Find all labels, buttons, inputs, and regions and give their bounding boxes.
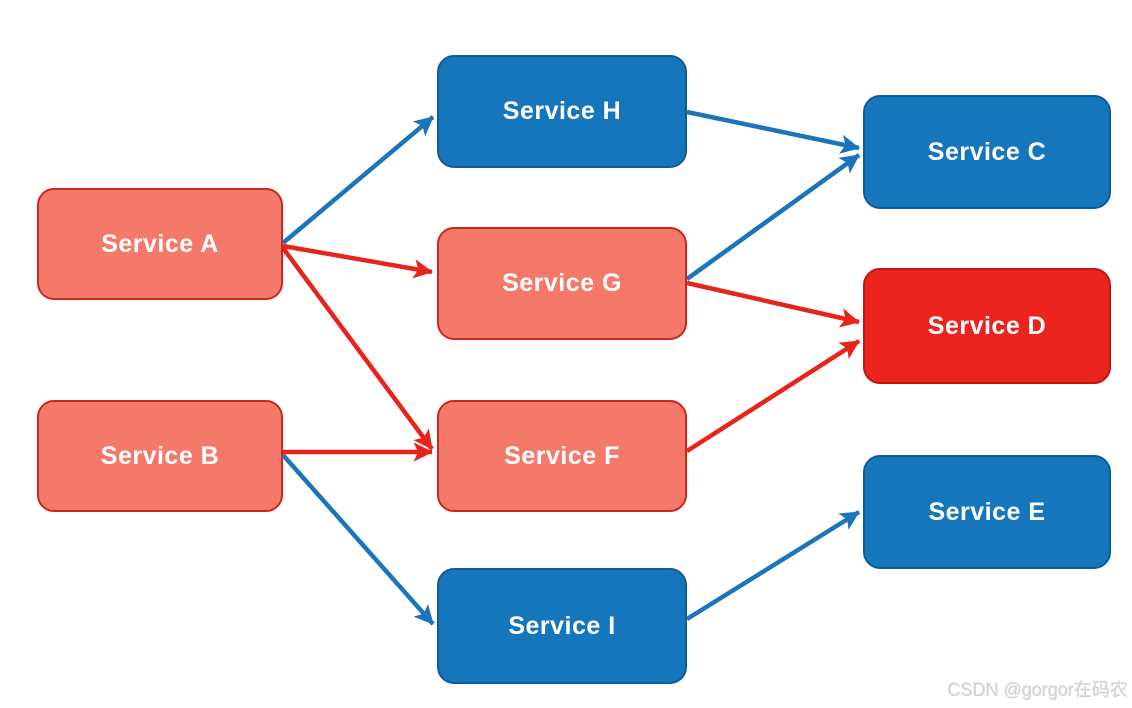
edge-a-to-h-arrow <box>281 115 435 245</box>
node-service-g: Service G <box>437 227 687 340</box>
edge-h-to-c-arrow <box>686 109 860 154</box>
node-service-d: Service D <box>863 268 1111 384</box>
node-service-f: Service F <box>437 400 687 512</box>
edge-i-to-e-arrow <box>685 510 861 621</box>
node-label-service-h: Service H <box>502 97 622 125</box>
node-service-b: Service B <box>37 400 283 512</box>
edge-g-to-d-arrow <box>686 280 860 328</box>
edge-a-to-g-arrow <box>282 243 433 279</box>
edge-f-to-d-arrow <box>685 339 861 453</box>
node-service-e: Service E <box>863 455 1111 569</box>
node-service-a: Service A <box>37 188 283 300</box>
node-label-service-g: Service G <box>502 269 622 297</box>
node-label-service-c: Service C <box>927 137 1047 166</box>
node-label-service-d: Service D <box>927 311 1047 340</box>
node-label-service-f: Service F <box>504 441 620 470</box>
node-label-service-e: Service E <box>928 497 1046 526</box>
watermark: CSDN @gorgor在码农 <box>947 680 1128 700</box>
edge-a-to-f-arrow <box>281 246 434 451</box>
node-label-service-a: Service A <box>101 229 219 258</box>
edge-b-to-i-arrow <box>281 453 435 626</box>
node-service-h: Service H <box>437 55 687 168</box>
node-service-i: Service I <box>437 568 687 684</box>
node-service-c: Service C <box>863 95 1111 209</box>
node-label-service-i: Service I <box>508 611 616 640</box>
edge-g-to-c-arrow <box>685 153 861 281</box>
node-label-service-b: Service B <box>100 441 220 470</box>
